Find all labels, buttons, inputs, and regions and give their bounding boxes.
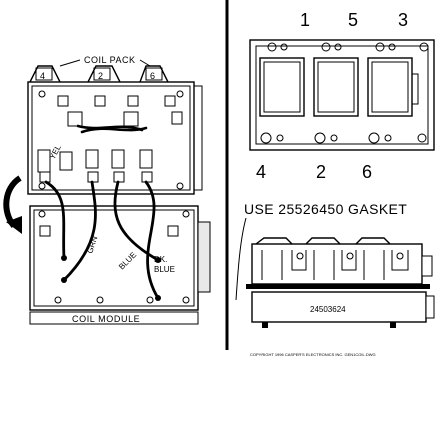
top-number-1: 1 <box>300 10 310 30</box>
coil-pack-top-view <box>249 39 435 151</box>
coil-module-label: COIL MODULE <box>72 314 140 324</box>
coil-module-body <box>29 205 211 311</box>
gasket-leader-line <box>235 217 247 301</box>
right-panel: 1 5 3 4 2 6 <box>235 10 435 357</box>
left-panel: 4 2 6 COIL PACK <box>3 55 211 325</box>
bottom-number-2: 2 <box>316 162 326 182</box>
top-number-3: 3 <box>398 10 408 30</box>
wire-label-grn: GRN <box>85 235 99 255</box>
part-number: 24503624 <box>310 305 346 314</box>
coil-pack-body <box>27 81 203 195</box>
tower-number-2: 2 <box>98 71 103 81</box>
bottom-number-4: 4 <box>256 162 266 182</box>
gasket <box>246 284 430 289</box>
wire-harness <box>44 180 160 300</box>
tower-number-6: 6 <box>150 71 155 81</box>
top-number-5: 5 <box>348 10 358 30</box>
wire-dk-blue <box>144 180 160 300</box>
wire-label-dk-blue: BLUE <box>154 265 175 274</box>
coil-pack-towers: 4 2 6 <box>29 65 169 83</box>
wire-green <box>62 180 97 282</box>
gasket-note: USE 25526450 GASKET <box>244 201 407 217</box>
copyright-text: COPYRIGHT 1996 CASPER'S ELECTRONICS INC.… <box>250 352 376 357</box>
flip-arrow-icon <box>3 175 22 234</box>
wire-blue <box>113 180 160 262</box>
bottom-number-6: 6 <box>362 162 372 182</box>
wire-yellow <box>44 180 66 260</box>
coil-pack-label: COIL PACK <box>84 55 136 65</box>
wire-label-blue: BLUE <box>117 250 138 271</box>
coil-pack-side-view: 24503624 <box>246 237 435 328</box>
wire-label-dk: DK. <box>154 255 167 264</box>
tower-number-4: 4 <box>40 71 45 81</box>
coil-module-label-box <box>29 311 199 325</box>
